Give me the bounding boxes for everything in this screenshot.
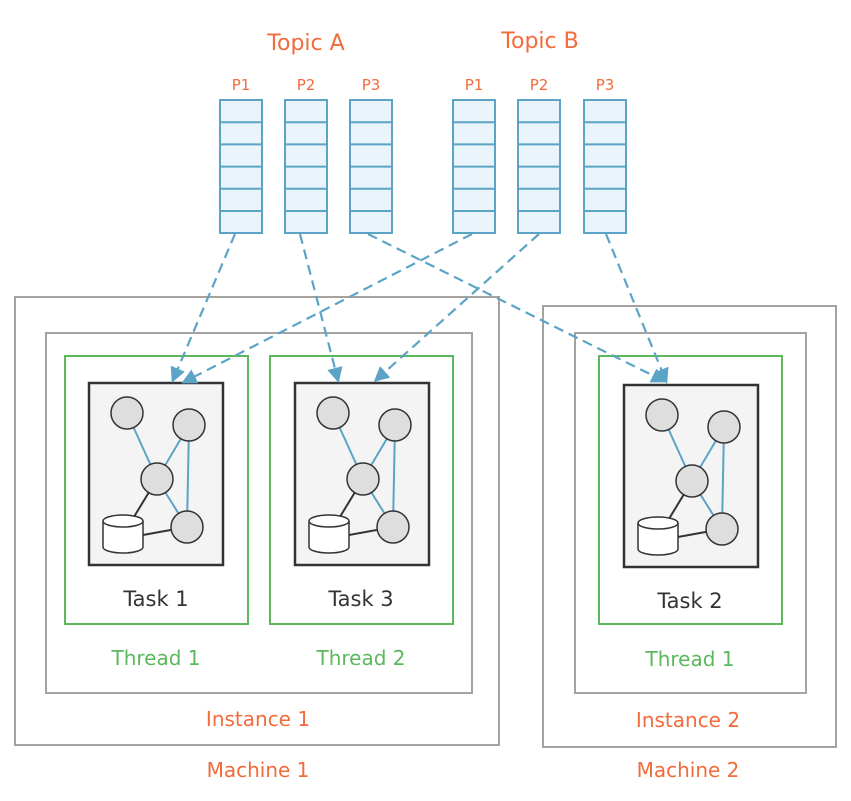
- arrow-topic-a-p2-to-task-3: [298, 233, 343, 383]
- thread-box: [64, 355, 249, 625]
- partition-arrows: [170, 233, 669, 384]
- machine-label: Machine 2: [637, 758, 740, 782]
- task-label: Task 3: [327, 587, 393, 611]
- arrow-topic-b-p2-to-task-3: [373, 233, 540, 383]
- thread-label: Thread 2: [315, 646, 405, 670]
- instance-1-box: [45, 332, 473, 694]
- task-graph: [622, 383, 760, 569]
- topic-a-partition-label: P3: [362, 76, 381, 94]
- topic-b-label: Topic B: [500, 29, 578, 54]
- partition-queue: [349, 99, 393, 234]
- partition-queue: [219, 99, 263, 234]
- partition-queue: [517, 99, 561, 234]
- topic-a-partition-label: P1: [232, 76, 251, 94]
- thread-label: Thread 1: [644, 647, 734, 671]
- partition-queue: [583, 99, 627, 234]
- machine-2-box: [542, 305, 837, 748]
- instance-label: Instance 2: [636, 708, 740, 732]
- partition-queue: [284, 99, 328, 234]
- task-label: Task 1: [122, 587, 188, 611]
- task-graph: [87, 381, 225, 567]
- task-label: Task 2: [656, 589, 722, 613]
- arrow-topic-a-p1-to-task-1: [170, 233, 237, 383]
- topic-a-label: Topic A: [266, 31, 344, 56]
- machine-1-box: [14, 296, 500, 746]
- arrow-topic-a-p3-to-task-2: [367, 233, 667, 383]
- thread-box: [598, 355, 783, 625]
- instance-2-box: [574, 332, 807, 694]
- thread-box: [269, 355, 454, 625]
- task-graph: [293, 381, 431, 567]
- partition-queues: [219, 99, 627, 234]
- topic-a-partition-label: P2: [297, 76, 316, 94]
- topic-b-partition-label: P2: [530, 76, 549, 94]
- task-boxes: [87, 381, 760, 569]
- partition-queue: [452, 99, 496, 234]
- instance-label: Instance 1: [206, 707, 310, 731]
- machine-label: Machine 1: [207, 758, 310, 782]
- topic-b-partition-label: P3: [596, 76, 615, 94]
- arrow-topic-b-p1-to-task-1: [181, 233, 473, 384]
- topic-b-partition-label: P1: [465, 76, 484, 94]
- arrow-topic-b-p3-to-task-2: [604, 233, 669, 384]
- thread-label: Thread 1: [110, 646, 200, 670]
